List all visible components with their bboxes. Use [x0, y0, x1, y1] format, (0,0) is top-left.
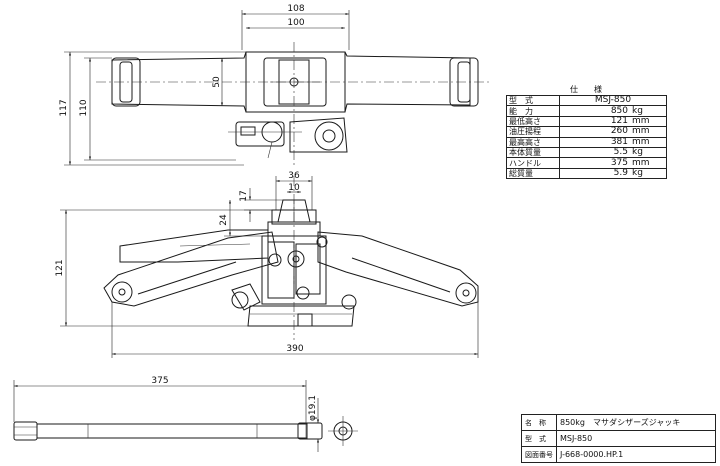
dim-handle-length: 375 [151, 376, 168, 386]
dim-side-17: 17 [239, 190, 249, 201]
title-label: 型 式 [521, 430, 557, 447]
spec-label: 最低高さ [506, 115, 560, 128]
title-label: 名 称 [521, 414, 557, 431]
dim-side-height: 121 [55, 259, 65, 276]
spec-row-model: 型 式 MSJ-850 [506, 94, 667, 107]
spec-label: 油圧揚程 [506, 126, 560, 138]
spec-row-max-height: 最高高さ 381 mm [506, 136, 667, 148]
spec-unit: mm [630, 157, 667, 169]
spec-value: 5.9 [559, 167, 630, 180]
dim-side-36: 36 [288, 171, 300, 181]
spec-table: 仕 様 型 式 MSJ-850 能 力 850 kg 最低高さ 121 mm 油… [506, 84, 667, 180]
handle-view: 375 φ19.1 [13, 376, 358, 452]
top-view: 108 100 117 110 50 [59, 4, 490, 166]
spec-unit: mm [630, 115, 667, 128]
spec-row-handle: ハンドル 375 mm [506, 157, 667, 169]
dim-side-length: 390 [286, 344, 303, 354]
spec-unit: kg [630, 146, 667, 159]
dim-side-24: 24 [219, 214, 229, 226]
spec-value: 850 [559, 105, 630, 117]
dim-side-10: 10 [288, 183, 300, 193]
spec-unit: mm [630, 126, 667, 138]
spec-value: 121 [559, 115, 630, 128]
title-row-drawing-number: 図面番号 J-668-0000.HP.1 [521, 446, 716, 463]
title-row-name: 名 称 850kg マサダシザーズジャッキ [521, 414, 716, 431]
spec-label: ハンドル [506, 157, 560, 169]
title-value: MSJ-850 [556, 430, 716, 447]
dim-top-pad: 50 [212, 76, 222, 88]
title-row-model: 型 式 MSJ-850 [521, 430, 716, 447]
spec-label: 能 力 [506, 105, 560, 117]
spec-value: 260 [559, 126, 630, 138]
spec-value: MSJ-850 [559, 94, 667, 107]
spec-unit: kg [630, 167, 667, 180]
spec-label: 最高高さ [506, 136, 560, 148]
title-value: 850kg マサダシザーズジャッキ [556, 414, 716, 431]
spec-label: 本体質量 [506, 146, 560, 159]
dim-top-height-outer: 117 [59, 99, 69, 116]
spec-unit: kg [630, 105, 667, 117]
title-label: 図面番号 [521, 446, 557, 463]
spec-row-total-mass: 総質量 5.9 kg [506, 167, 667, 180]
dim-handle-diameter: φ19.1 [308, 395, 318, 421]
spec-label: 型 式 [506, 94, 560, 107]
dim-top-width-outer: 108 [287, 4, 304, 14]
dim-top-height-inner: 110 [79, 99, 89, 116]
spec-value: 381 [559, 136, 630, 148]
side-view: 36 10 17 24 121 390 [55, 171, 479, 358]
spec-row-body-mass: 本体質量 5.5 kg [506, 146, 667, 159]
dim-top-width-inner: 100 [287, 18, 304, 28]
spec-unit: mm [630, 136, 667, 148]
spec-row-min-height: 最低高さ 121 mm [506, 115, 667, 128]
spec-table-header: 仕 様 [570, 85, 602, 94]
spec-row-lift: 油圧揚程 260 mm [506, 126, 667, 138]
spec-value: 5.5 [559, 146, 630, 159]
spec-label: 総質量 [506, 167, 560, 180]
title-block: 名 称 850kg マサダシザーズジャッキ 型 式 MSJ-850 図面番号 J… [521, 414, 716, 463]
title-value: J-668-0000.HP.1 [556, 446, 716, 463]
spec-value: 375 [559, 157, 630, 169]
spec-row-capacity: 能 力 850 kg [506, 105, 667, 117]
